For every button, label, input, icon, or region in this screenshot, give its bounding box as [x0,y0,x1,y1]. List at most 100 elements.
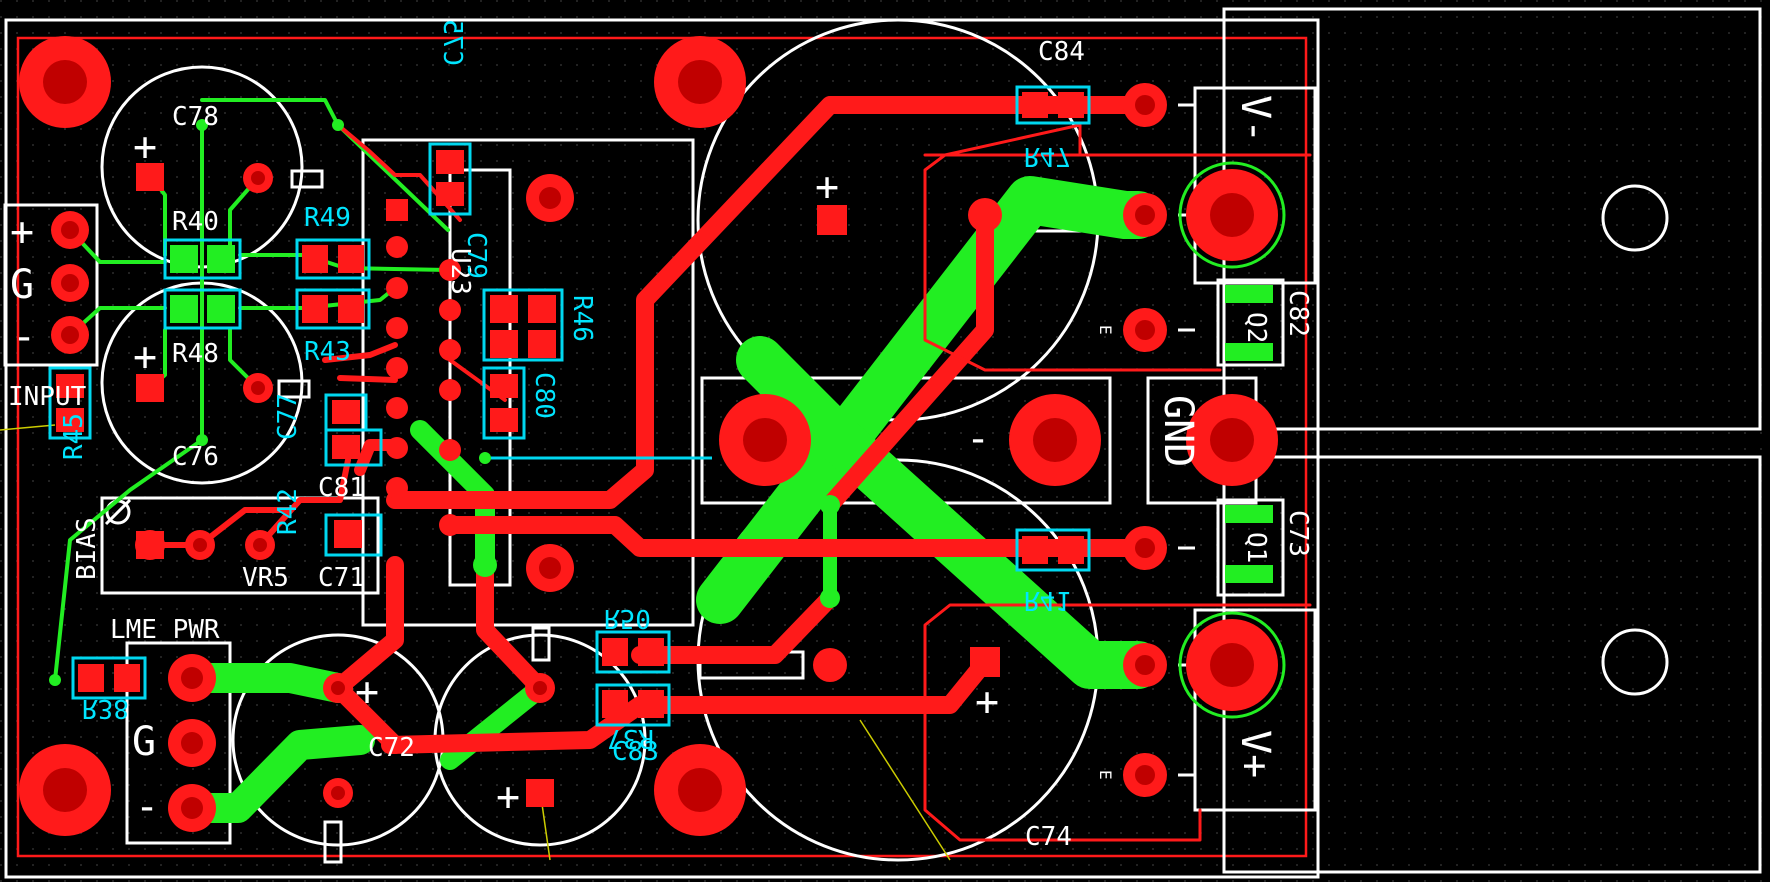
smd-r48 [163,288,242,330]
pad-c83-a [525,673,555,703]
c76-polarity-mark [277,379,311,399]
u23-pin-1 [386,199,408,221]
label-bridge-minus: - [966,416,990,462]
label-c78-plus: + [133,124,157,170]
q1-outline [1193,608,1317,812]
ref-r47: R47 [1024,141,1071,171]
top-trace-u23-c83 [476,556,549,697]
yellow-ratsnest-a [859,719,951,861]
pad-c78-minus [243,163,273,193]
ref-r43: R43 [304,337,351,367]
label-q2: Q2 [1241,312,1271,343]
pad-vr5-1 [185,530,215,560]
label-lme-minus: - [135,784,159,830]
smd-c80 [482,366,526,440]
label-gnd: GND [1155,395,1201,467]
mount-hole-bottom-mid [654,744,746,836]
label-c83: C83 [612,737,659,767]
label-r40: R40 [172,207,219,237]
pad-u23-large-bottom [526,544,574,592]
u23-pin-3 [386,277,408,299]
heatsink-hole-upper [1601,184,1669,252]
u23-pin-8 [386,477,408,499]
u23-pins [386,199,461,536]
u23-pin-9 [439,259,461,281]
top-copper-traces [0,96,1312,861]
label-c76: C76 [172,442,219,472]
smd-r37 [595,683,671,727]
top-trace-q2-bridge [821,206,994,514]
via [196,434,208,446]
top-trace-u23-c77 [337,375,398,383]
label-c71: C71 [318,563,365,593]
yellow-ratsnest-c [0,424,56,431]
via [49,674,61,686]
top-trace-bridge-r50 [631,589,839,664]
smd-r49 [295,238,371,280]
smd-c73 [1225,505,1273,583]
pad-c76-minus [243,373,273,403]
via [479,452,491,464]
bottom-trace-lme-plus [177,663,353,703]
pad-q1-base [1123,643,1167,687]
label-input-plus: + [10,209,34,255]
smd-c79-small [482,288,564,362]
via [332,119,344,131]
label-lme-g: G [132,719,156,765]
u23-pin-7 [386,437,408,459]
ref-r38: R38 [82,693,129,723]
label-c74-plus: + [975,679,999,725]
bridge-pad-left [719,394,811,486]
label-r48: R48 [172,339,219,369]
label-c79-plus: + [815,164,839,210]
u23-pin-10 [439,299,461,321]
label-c82: C82 [1283,290,1313,337]
pad-c74-plus [970,647,1000,677]
ref-r45: R45 [59,413,89,460]
bottom-trace-c78-link [200,98,450,232]
top-trace-c84-u23 [386,96,1154,509]
silkscreen-labels: C84 C78 R40 R48 C76 VR5 C71 LME PWR C72 … [8,37,1313,852]
keepout-outline [16,36,1308,858]
through-hole-pads [51,83,1167,832]
via [196,119,208,131]
label-input-minus: - [12,314,36,360]
pad-c79-plus [817,205,847,235]
top-keepout-lower [923,603,1312,842]
u23-pin-13 [439,439,461,461]
label-c81: C81 [318,473,365,503]
top-trace-u23-c72 [329,556,404,697]
u23-outline [361,138,695,627]
top-trace-c75 [336,123,462,222]
mounting-holes [19,36,1286,836]
label-c83-plus: + [496,774,520,820]
smd-r43 [295,288,371,330]
bias-outline [100,496,380,595]
smd-r45 [48,366,92,440]
ref-c80: C80 [529,372,559,419]
label-input-g: G [10,262,34,308]
pad-q2-link [968,198,1002,232]
smd-r50 [595,630,671,674]
smd-components [48,85,1273,727]
pad-lme-plus [168,654,216,702]
pad-q2-base [1123,193,1167,237]
label-v-minus: V- [1232,95,1278,143]
pad-c76-plus [136,374,164,402]
label-v-plus: V+ [1232,730,1278,778]
top-trace-vr5-c71 [257,457,351,548]
label-c84: C84 [1038,37,1085,67]
q2-outline [1193,86,1317,285]
label-u23: U23 [445,248,475,295]
via [820,495,840,515]
pad-lme-g [168,719,216,767]
label-q1-e: E [1096,770,1115,780]
top-trace-bias-vr5 [147,507,293,548]
board-edge [4,18,1320,879]
via [820,588,840,608]
top-keepout-upper [923,123,1312,372]
pad-lme-minus [168,784,216,832]
label-c73: C73 [1283,510,1313,557]
label-q1: Q1 [1241,532,1271,563]
